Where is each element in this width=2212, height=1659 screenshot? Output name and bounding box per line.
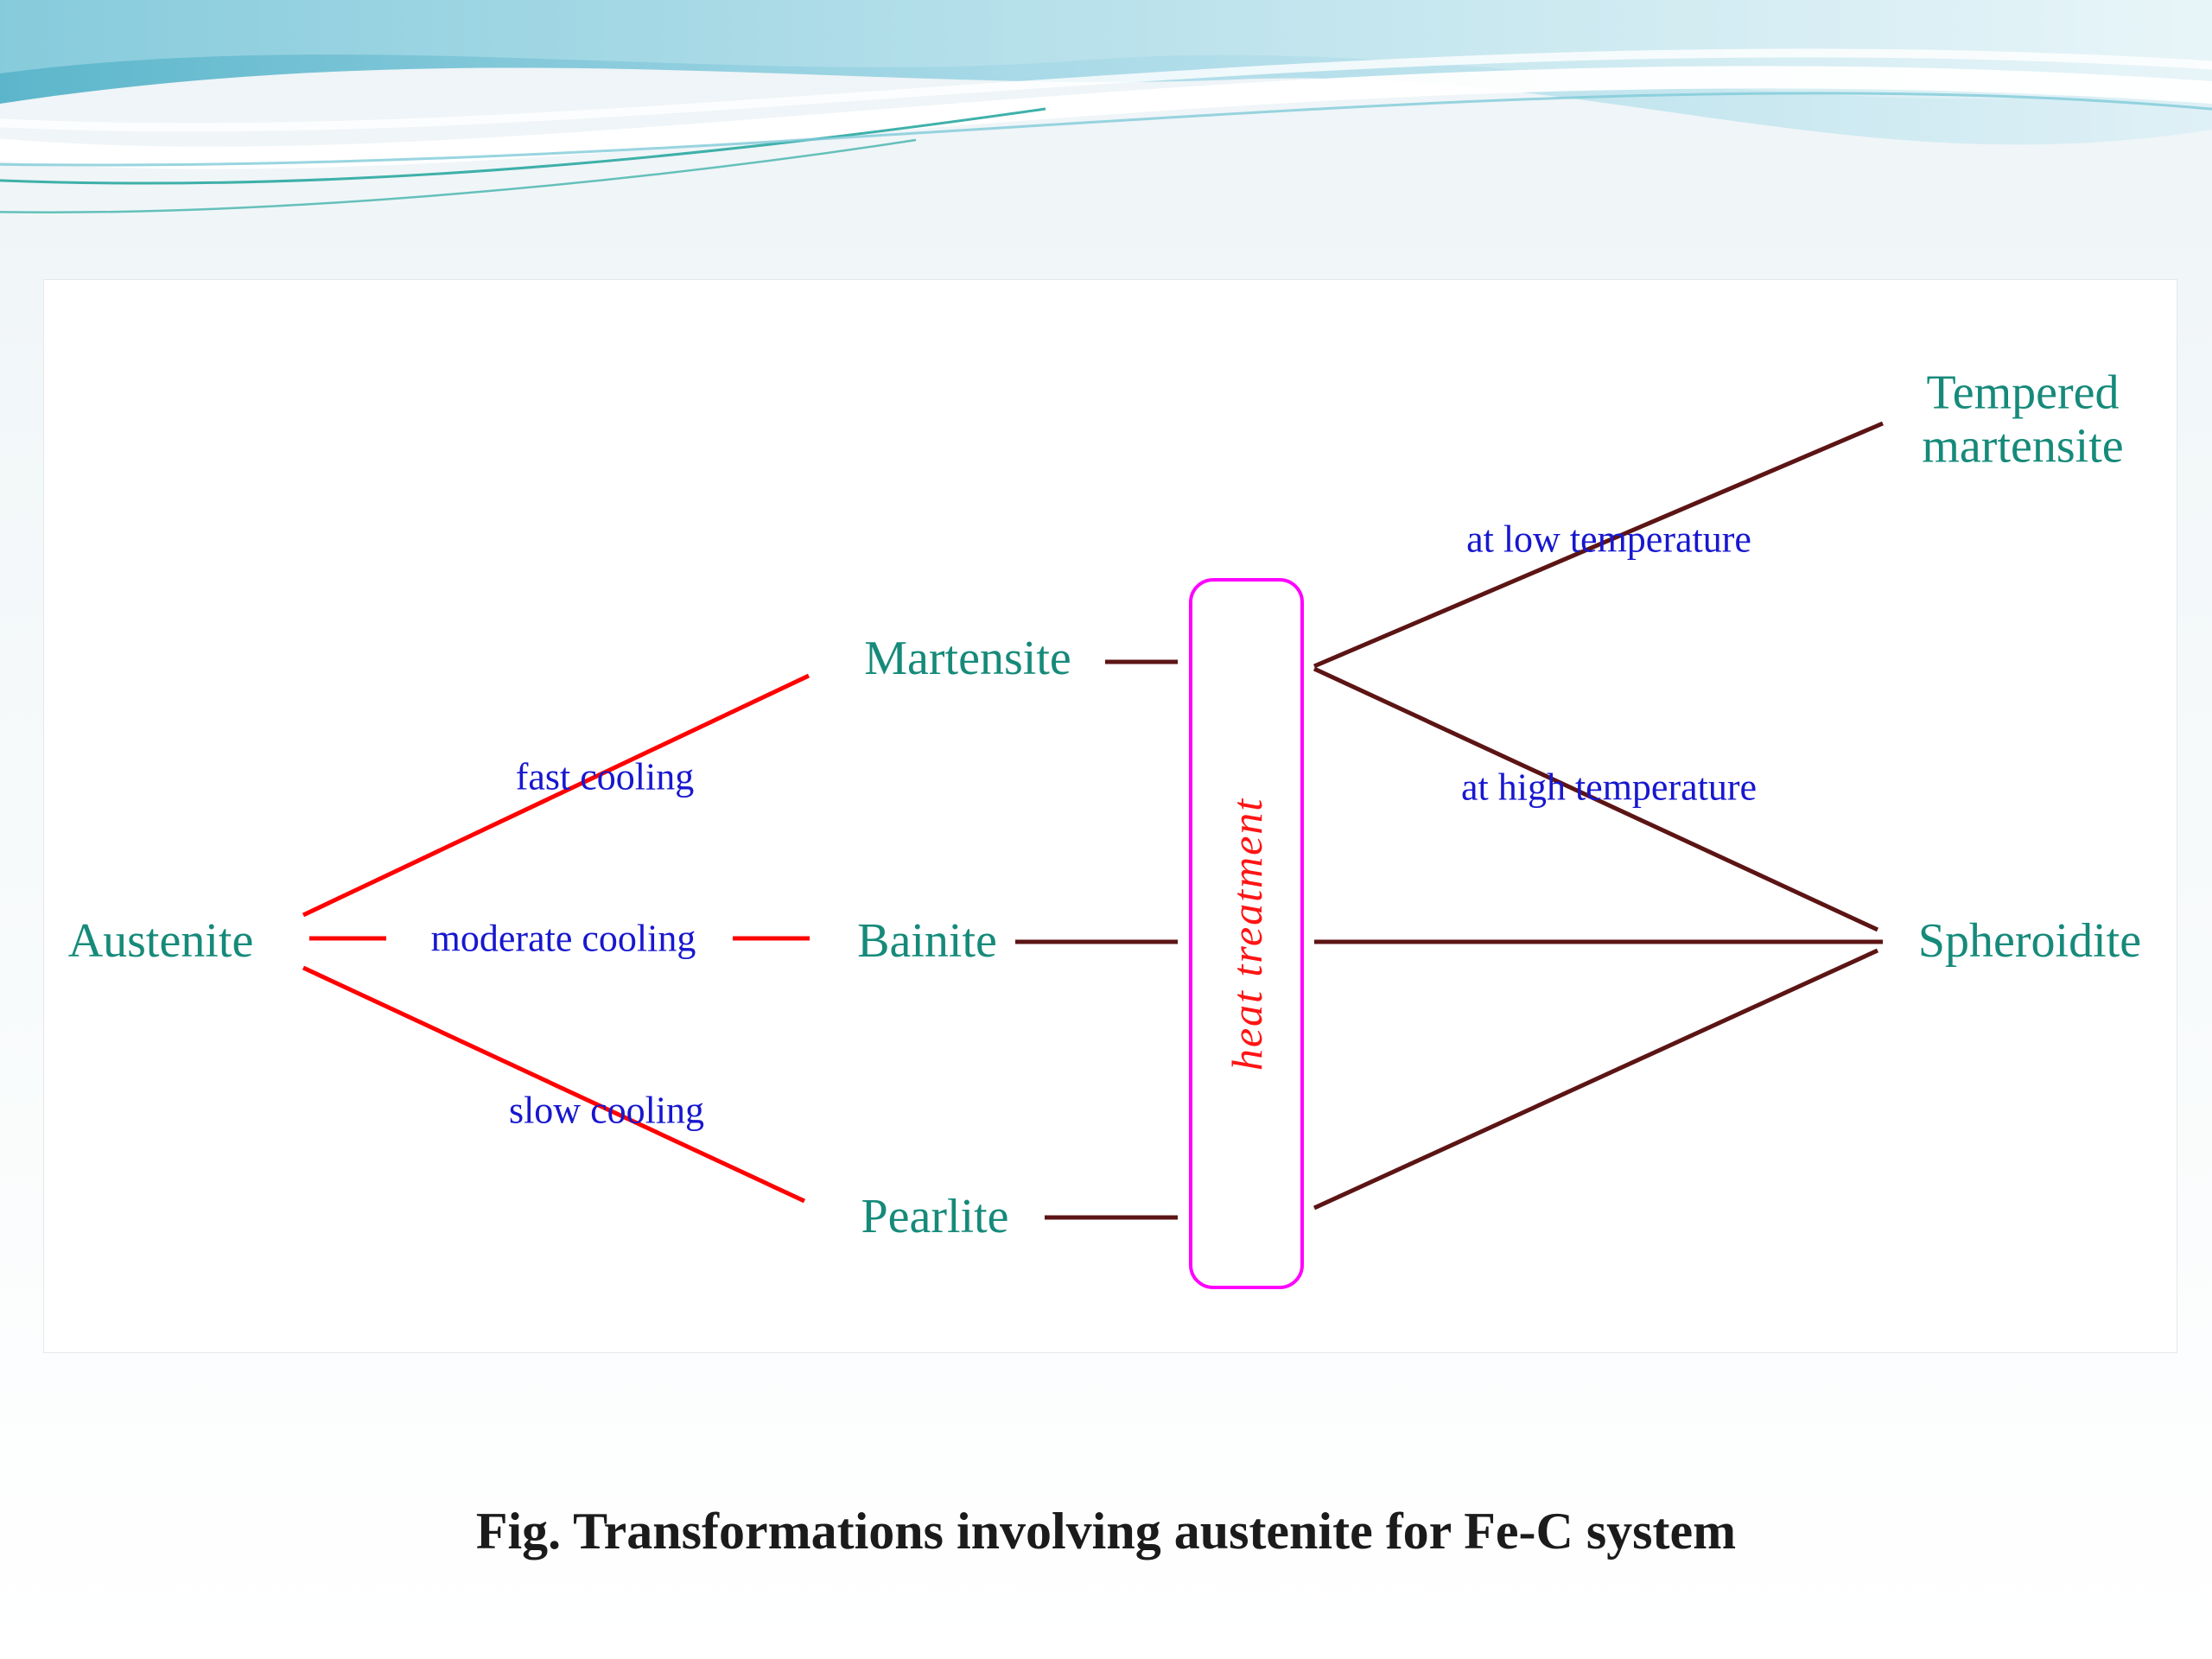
node-austenite: Austenite — [67, 914, 254, 969]
wave-teal-line-1 — [0, 107, 1046, 185]
edge-fast-cooling — [302, 673, 810, 918]
figure-caption: Fig. Transformations involving austenite… — [475, 1503, 1737, 1560]
node-tempered-martensite: Tempered martensite — [1922, 366, 2123, 473]
label-slow-cooling: slow cooling — [508, 1089, 705, 1132]
label-moderate-cooling: moderate cooling — [430, 917, 696, 960]
label-at-high-temperature: at high temperature — [1460, 766, 1758, 809]
node-pearlite: Pearlite — [861, 1190, 1009, 1244]
wave-white-swoosh — [0, 66, 2212, 169]
diagram-edges — [302, 421, 1884, 1220]
edge-heat-to-tempered — [1313, 421, 1884, 669]
wave-decoration — [0, 0, 2212, 213]
label-at-low-temperature: at low temperature — [1466, 518, 1751, 561]
heat-treatment-box: heat treatment — [1189, 578, 1304, 1289]
tempered-martensite-line1: Tempered — [1926, 365, 2120, 420]
label-fast-cooling: fast cooling — [515, 755, 695, 798]
wave-blue-line — [0, 92, 2212, 167]
heat-treatment-label: heat treatment — [1222, 797, 1271, 1071]
node-martensite: Martensite — [864, 632, 1071, 686]
edge-pearlite-to-spheroidite — [1313, 948, 1879, 1211]
diagram-canvas: Austenite Martensite Bainite Pearlite Te… — [43, 279, 2177, 1353]
tempered-martensite-line2: martensite — [1922, 419, 2124, 473]
wave-teal-line-2 — [0, 138, 917, 213]
edge-slow-cooling — [302, 965, 806, 1204]
node-bainite: Bainite — [857, 914, 997, 969]
wave-white-swoosh-thin — [0, 48, 2212, 132]
node-spheroidite: Spheroidite — [1917, 914, 2142, 969]
edge-heat-to-spheroidite-high-temp — [1313, 666, 1879, 932]
